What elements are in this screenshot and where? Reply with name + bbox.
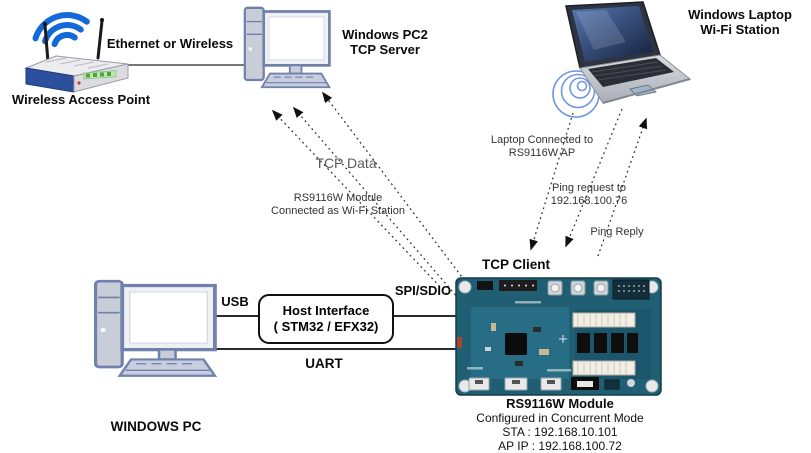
ping-request-line1: Ping request to	[552, 182, 626, 194]
access-point-label: Wireless Access Point	[11, 92, 151, 107]
wireless-access-point-icon	[12, 2, 144, 94]
laptop-label: Windows Laptop Wi-Fi Station	[672, 7, 808, 38]
pc2-label-line1: Windows PC2	[342, 27, 428, 42]
windows-pc-desktop-icon	[93, 279, 220, 379]
uart-link-label: UART	[305, 356, 343, 371]
laptop-ap-note-line2: RS9116W AP	[508, 146, 576, 159]
tcp-client-label: TCP Client	[482, 257, 551, 272]
tcp-data-label: TCP Data	[315, 155, 377, 171]
ethernet-link-label: Ethernet or Wireless	[106, 36, 234, 51]
host-interface-box: Host Interface ( STM32 / EFX32)	[258, 294, 394, 344]
spi-sdio-link-label: SPI/SDIO	[394, 283, 452, 298]
module-caption: RS9116W Module Configured in Concurrent …	[444, 396, 676, 453]
module-sta-note-line2: Connected as Wi-Fi Station	[271, 204, 405, 217]
ping-request-line2: 192.168.100.76	[550, 194, 628, 207]
laptop-label-line1: Windows Laptop	[688, 7, 792, 22]
module-sta-note-line1: RS9116W Module	[293, 192, 383, 204]
windows-pc-label: WINDOWS PC	[110, 419, 202, 434]
laptop-ap-note: Laptop Connected to RS9116W AP	[490, 134, 594, 159]
pc2-label: Windows PC2 TCP Server	[335, 27, 435, 58]
module-config: Configured in Concurrent Mode	[476, 410, 644, 425]
ping-reply-label: Ping Reply	[590, 226, 644, 238]
ping-request-label: Ping request to 192.168.100.76	[543, 182, 635, 207]
wifi-signal-icon	[32, 12, 90, 48]
module-ap-ip: AP IP : 192.168.100.72	[498, 438, 622, 453]
module-sta-ip: STA : 192.168.10.101	[502, 424, 618, 439]
pc2-desktop-icon	[243, 6, 333, 90]
module-sta-note: RS9116W Module Connected as Wi-Fi Statio…	[264, 192, 412, 217]
rs9116w-board-image	[455, 277, 662, 396]
usb-link-label: USB	[221, 294, 249, 309]
pc2-label-line2: TCP Server	[350, 41, 420, 57]
host-interface-line1: Host Interface	[282, 302, 370, 318]
laptop-ap-note-line1: Laptop Connected to	[490, 134, 594, 146]
host-interface-line2: ( STM32 / EFX32)	[273, 319, 379, 334]
laptop-label-line2: Wi-Fi Station	[700, 21, 780, 37]
laptop-icon	[548, 0, 698, 120]
module-title: RS9116W Module	[506, 396, 614, 411]
